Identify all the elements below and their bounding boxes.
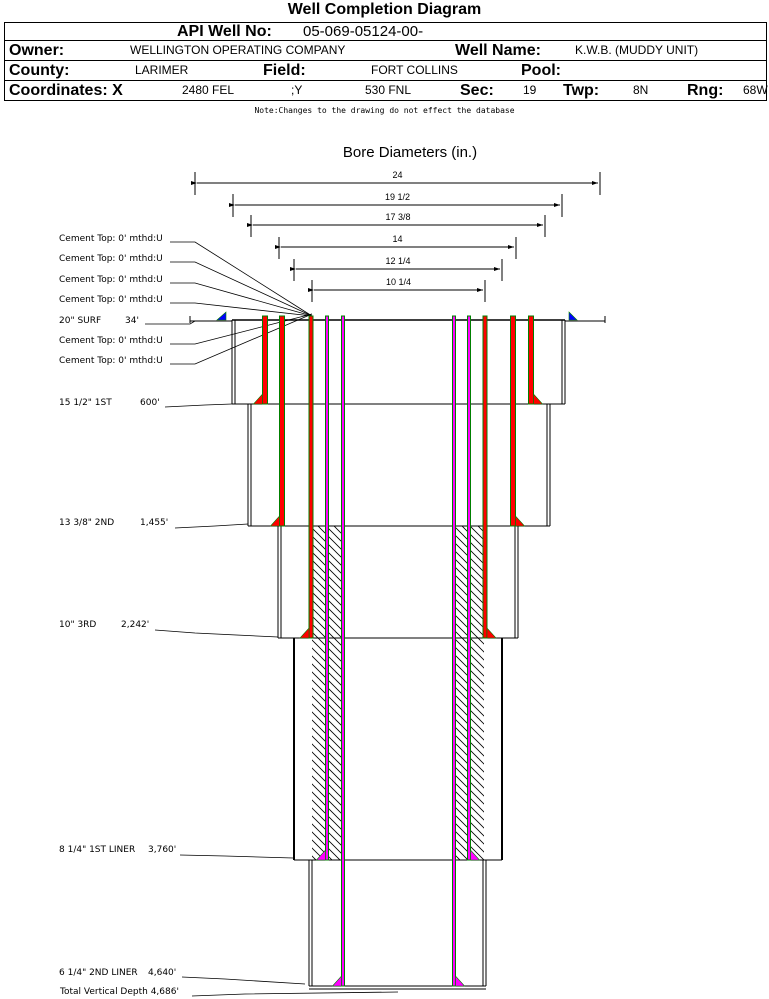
- cement-top-label: Cement Top: 0' mthd:U: [59, 234, 163, 244]
- casing-string: [467, 315, 471, 861]
- cement-top-label: Cement Top: 0' mthd:U: [59, 254, 163, 264]
- casing-depth-surf: 34': [125, 316, 139, 326]
- leader-line: [164, 403, 233, 408]
- leader-line: [170, 241, 313, 317]
- casing-label-1st-liner: 8 1/4" 1ST LINER: [59, 845, 135, 855]
- owner-value: WELLINGTON OPERATING COMPANY: [130, 43, 346, 57]
- cement-top-label: Cement Top: 0' mthd:U: [59, 275, 163, 285]
- sec-value: 19: [523, 83, 537, 97]
- database-note: Note:Changes to the drawing do not effec…: [254, 106, 515, 115]
- county-row: County: LARIMER Field: FORT COLLINS Pool…: [5, 61, 766, 81]
- field-label: Field:: [263, 62, 306, 79]
- casing-label-3rd: 10" 3RD: [59, 620, 96, 630]
- owner-label: Owner:: [9, 42, 65, 59]
- bore-diameters-title: Bore Diameters (in.): [343, 144, 477, 161]
- api-label: API Well No:: [177, 23, 272, 40]
- cement-top-label: Cement Top: 0' mthd:U: [59, 336, 163, 346]
- cement-hatch: [327, 526, 343, 860]
- casing-label-2nd: 13 3/8" 2ND: [59, 518, 114, 528]
- casing-depth-3rd: 2,242': [121, 620, 149, 630]
- casing-string: [279, 315, 285, 527]
- leader-line: [145, 320, 196, 325]
- casing-depth-2nd-liner: 4,640': [148, 968, 176, 978]
- casing-string: [341, 315, 345, 987]
- coord-x-value: 2480 FEL: [182, 83, 235, 97]
- casing-shoe: [470, 849, 481, 861]
- twp-label: Twp:: [563, 82, 600, 99]
- cement-top-label: Cement Top: 0' mthd:U: [59, 356, 163, 366]
- county-label: County:: [9, 62, 70, 79]
- leader-line: [170, 261, 313, 317]
- casing-shoe: [331, 975, 342, 987]
- casing-string: [482, 315, 488, 639]
- casing-strings: [252, 315, 544, 987]
- casing-string: [510, 315, 516, 527]
- total-depth-label: Total Vertical Depth 4,686': [59, 987, 179, 997]
- casing-depth-1st-liner: 3,760': [148, 845, 176, 855]
- cement-top-label: Cement Top: 0' mthd:U: [59, 295, 163, 305]
- well-header-table: API Well No: 05-069-05124-00- Owner: WEL…: [4, 22, 768, 101]
- leader-line: [181, 976, 306, 985]
- leader-line: [174, 523, 249, 529]
- bore-dimension-lines: 24 19 1/2 17 3/8 14 12 1/4 10 1/4: [191, 170, 601, 302]
- casing-label-surf: 20" SURF: [59, 316, 101, 326]
- rng-value: 68W: [743, 83, 768, 97]
- county-value: LARIMER: [135, 63, 189, 77]
- casing-string: [528, 315, 534, 405]
- cement-hatch: [312, 526, 327, 860]
- leader-line: [170, 282, 313, 317]
- well-name-label: Well Name:: [455, 42, 541, 59]
- casing-shoe: [455, 975, 466, 987]
- casing-label-1st: 15 1/2" 1ST: [59, 398, 112, 408]
- leader-line: [170, 313, 313, 365]
- coordinates-row: Coordinates: X 2480 FEL ;Y 530 FNL Sec: …: [5, 81, 768, 101]
- twp-value: 8N: [633, 83, 649, 97]
- casing-depth-1st: 600': [140, 398, 160, 408]
- api-row: API Well No: 05-069-05124-00-: [5, 23, 766, 41]
- casing-shoe: [515, 515, 526, 527]
- api-value: 05-069-05124-00-: [303, 23, 424, 40]
- surface-marker-icon: [568, 311, 578, 321]
- leader-line: [170, 302, 313, 317]
- casing-string: [325, 315, 329, 861]
- casing-string: [262, 315, 268, 405]
- bore-diameter-label: 14: [392, 234, 402, 244]
- casing-shoe: [533, 393, 544, 405]
- leader-line: [170, 313, 313, 345]
- coord-y-value: 530 FNL: [365, 83, 412, 97]
- casing-shoe: [269, 515, 280, 527]
- leader-line: [179, 854, 294, 859]
- bore-diameter-label: 10 1/4: [386, 277, 411, 287]
- casing-label-2nd-liner: 6 1/4" 2ND LINER: [59, 968, 138, 978]
- pool-label: Pool:: [521, 62, 561, 79]
- leader-line: [154, 629, 279, 638]
- rng-label: Rng:: [687, 82, 724, 99]
- cement-hatch: [469, 526, 484, 860]
- casing-shoe: [299, 627, 310, 639]
- page-title: Well Completion Diagram: [287, 1, 482, 18]
- surface-marker-icon: [216, 311, 227, 321]
- well-name-value: K.W.B. (MUDDY UNIT): [575, 43, 699, 57]
- casing-shoe: [486, 627, 497, 639]
- borehole-outline: [189, 311, 606, 990]
- sec-label: Sec:: [460, 82, 494, 99]
- owner-row: Owner: WELLINGTON OPERATING COMPANY Well…: [5, 41, 766, 61]
- cement-hatch: [454, 526, 469, 860]
- field-value: FORT COLLINS: [371, 63, 458, 77]
- bore-diameter-label: 24: [392, 170, 402, 180]
- casing-string: [452, 315, 456, 987]
- casing-shoe: [252, 393, 263, 405]
- coord-y-label: ;Y: [291, 83, 303, 97]
- coordinates-label: Coordinates: X: [9, 82, 123, 99]
- casing-depth-2nd: 1,455': [140, 518, 168, 528]
- casing-shoe: [315, 849, 326, 861]
- bore-diameter-label: 19 1/2: [385, 192, 410, 202]
- bore-diameter-label: 12 1/4: [385, 256, 410, 266]
- casing-string: [308, 315, 314, 639]
- bore-diameter-label: 17 3/8: [385, 212, 410, 222]
- leader-lines: [145, 241, 399, 997]
- leader-line: [191, 991, 399, 997]
